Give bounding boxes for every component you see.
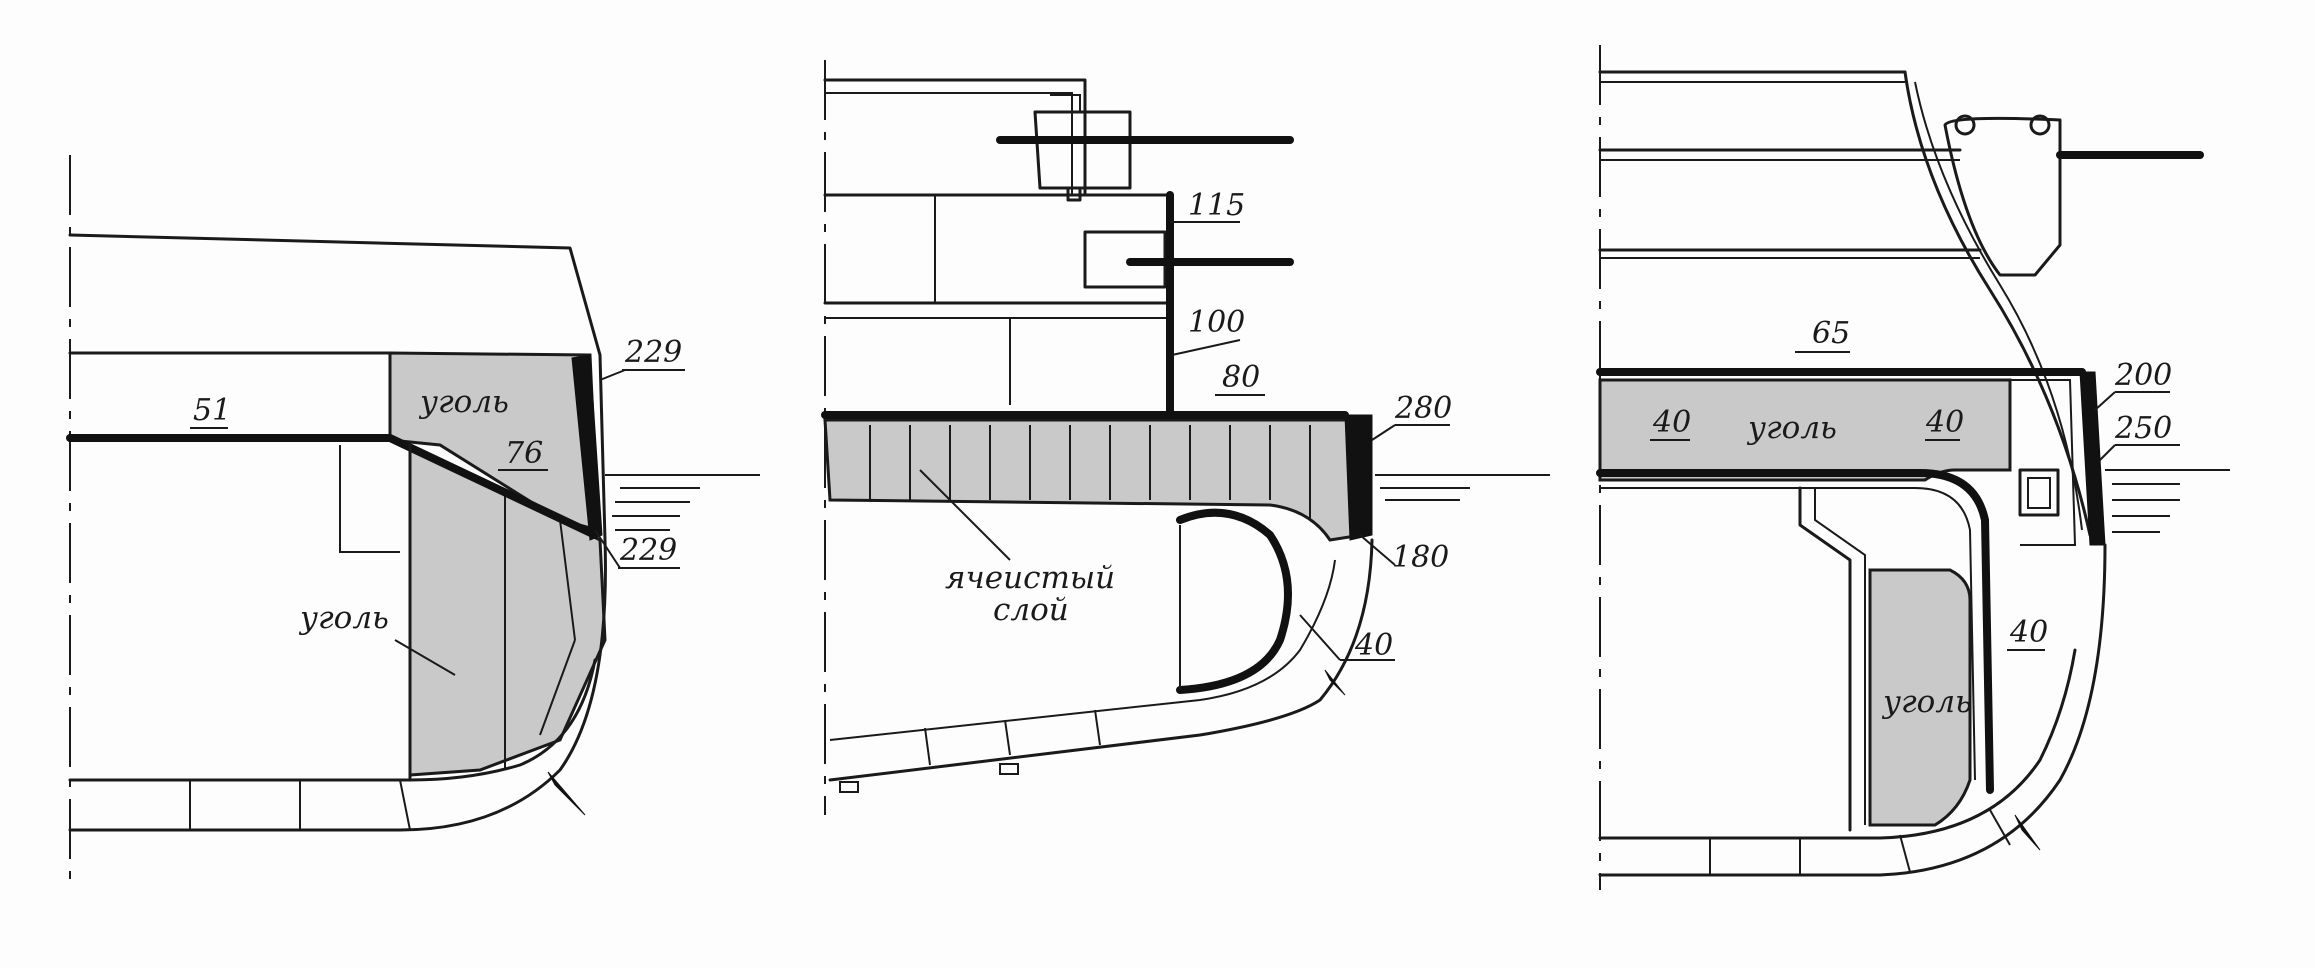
- bilge-keel: [1324, 669, 1346, 696]
- label-belt-200: 200: [2114, 358, 2172, 393]
- leader: [2099, 444, 2116, 461]
- floor-frame: [924, 727, 931, 766]
- tumblehome-inner: [1914, 81, 2083, 531]
- leader: [1371, 424, 1396, 441]
- side-hatch-inner: [2027, 477, 2051, 509]
- turret-top: [1050, 94, 1081, 112]
- label-belt-180: 180: [1392, 540, 1449, 575]
- label-bulkhead-40: 40: [2009, 615, 2048, 650]
- bilge-keel: [547, 771, 586, 816]
- side-hatch: [2018, 468, 2060, 517]
- leader: [594, 529, 621, 569]
- floor-frame: [1004, 719, 1011, 756]
- cellular-layer-cells: [869, 425, 1311, 520]
- label-belt-250: 250: [2114, 411, 2172, 446]
- armored-deck-inner: [1600, 487, 1976, 781]
- hull-outline: [68, 353, 607, 832]
- leader: [394, 639, 456, 676]
- label-deck-51: 51: [193, 393, 231, 428]
- turret-cupola-right: [2029, 114, 2051, 136]
- hull-outline: [1598, 543, 2107, 877]
- double-bottom: [1598, 648, 2077, 840]
- armor-belt: [1344, 414, 1373, 541]
- label-deck-80: 80: [1222, 360, 1260, 395]
- coal-partition-2: [559, 519, 576, 641]
- inner-bottom: [829, 559, 1336, 741]
- label-upper-deck-65: 65: [1812, 316, 1850, 351]
- armored-deck: [66, 434, 599, 539]
- label-coal-lower: уголь: [1881, 684, 1972, 720]
- cellular-layer: [823, 418, 1364, 542]
- label-100: 100: [1188, 305, 1245, 340]
- hull-outline: [828, 538, 1374, 782]
- side-compartment: [2010, 379, 2077, 546]
- inner-bulkhead: [339, 445, 400, 553]
- inner-bulkhead-2: [1814, 488, 1866, 825]
- label-115: 115: [1188, 188, 1245, 223]
- label-cellular-layer-2: слой: [993, 592, 1069, 628]
- leader: [1359, 534, 1396, 566]
- coal-bunker-lower: [1868, 568, 1972, 827]
- label-coal-side: уголь: [298, 600, 389, 636]
- sponson-turret: [1943, 116, 2062, 277]
- waterline: [1375, 474, 1550, 501]
- label-deck-40-right: 40: [1925, 405, 1964, 440]
- gun-turret: [1033, 110, 1132, 190]
- armored-deck: [1596, 469, 1994, 794]
- floor-frame: [399, 779, 411, 831]
- leader: [2094, 391, 2116, 411]
- torpedo-bulkhead: [1176, 508, 1292, 694]
- section-3: 65 200 250 40 уголь 40 40 уголь: [1596, 45, 2230, 890]
- label-40: 40: [1354, 628, 1393, 663]
- double-bottom: [68, 658, 597, 782]
- leader: [919, 469, 1011, 561]
- turret-cupola-left: [1954, 114, 1976, 136]
- section-2: 115 100 80 280 180 ячеистый слой 40: [821, 60, 1550, 815]
- label-slope-76: 76: [505, 436, 543, 471]
- label-cellular-layer-1: ячеистый: [945, 560, 1115, 596]
- floor-frame: [1899, 834, 1911, 873]
- superstructure-inner: [825, 92, 1073, 195]
- keel-block: [839, 781, 859, 793]
- label-coal-upper: уголь: [418, 384, 509, 420]
- section-1: 51 229 76 229 уголь уголь: [66, 155, 760, 885]
- leader: [1171, 339, 1241, 356]
- superstructure-top: [823, 78, 1087, 197]
- waterline: [2105, 469, 2230, 533]
- leader: [599, 369, 626, 381]
- label-belt-229-top: 229: [624, 335, 682, 370]
- bilge-keel: [2014, 814, 2041, 851]
- label-coal-upper: уголь: [1746, 410, 1837, 446]
- superstructure-outline: [68, 233, 602, 357]
- label-belt-280: 280: [1394, 391, 1452, 426]
- floor-frame: [1094, 709, 1101, 746]
- waterline: [605, 474, 760, 531]
- armor-belt: [571, 354, 603, 541]
- label-belt-229-bottom: 229: [619, 533, 677, 568]
- keel-block: [999, 763, 1019, 775]
- label-deck-40-left: 40: [1652, 405, 1691, 440]
- turret-base: [1066, 186, 1082, 202]
- leader: [1299, 614, 1341, 661]
- inner-bulkhead: [1798, 486, 1852, 832]
- floor-frame: [1989, 809, 2011, 846]
- coal-partition-3: [539, 639, 576, 736]
